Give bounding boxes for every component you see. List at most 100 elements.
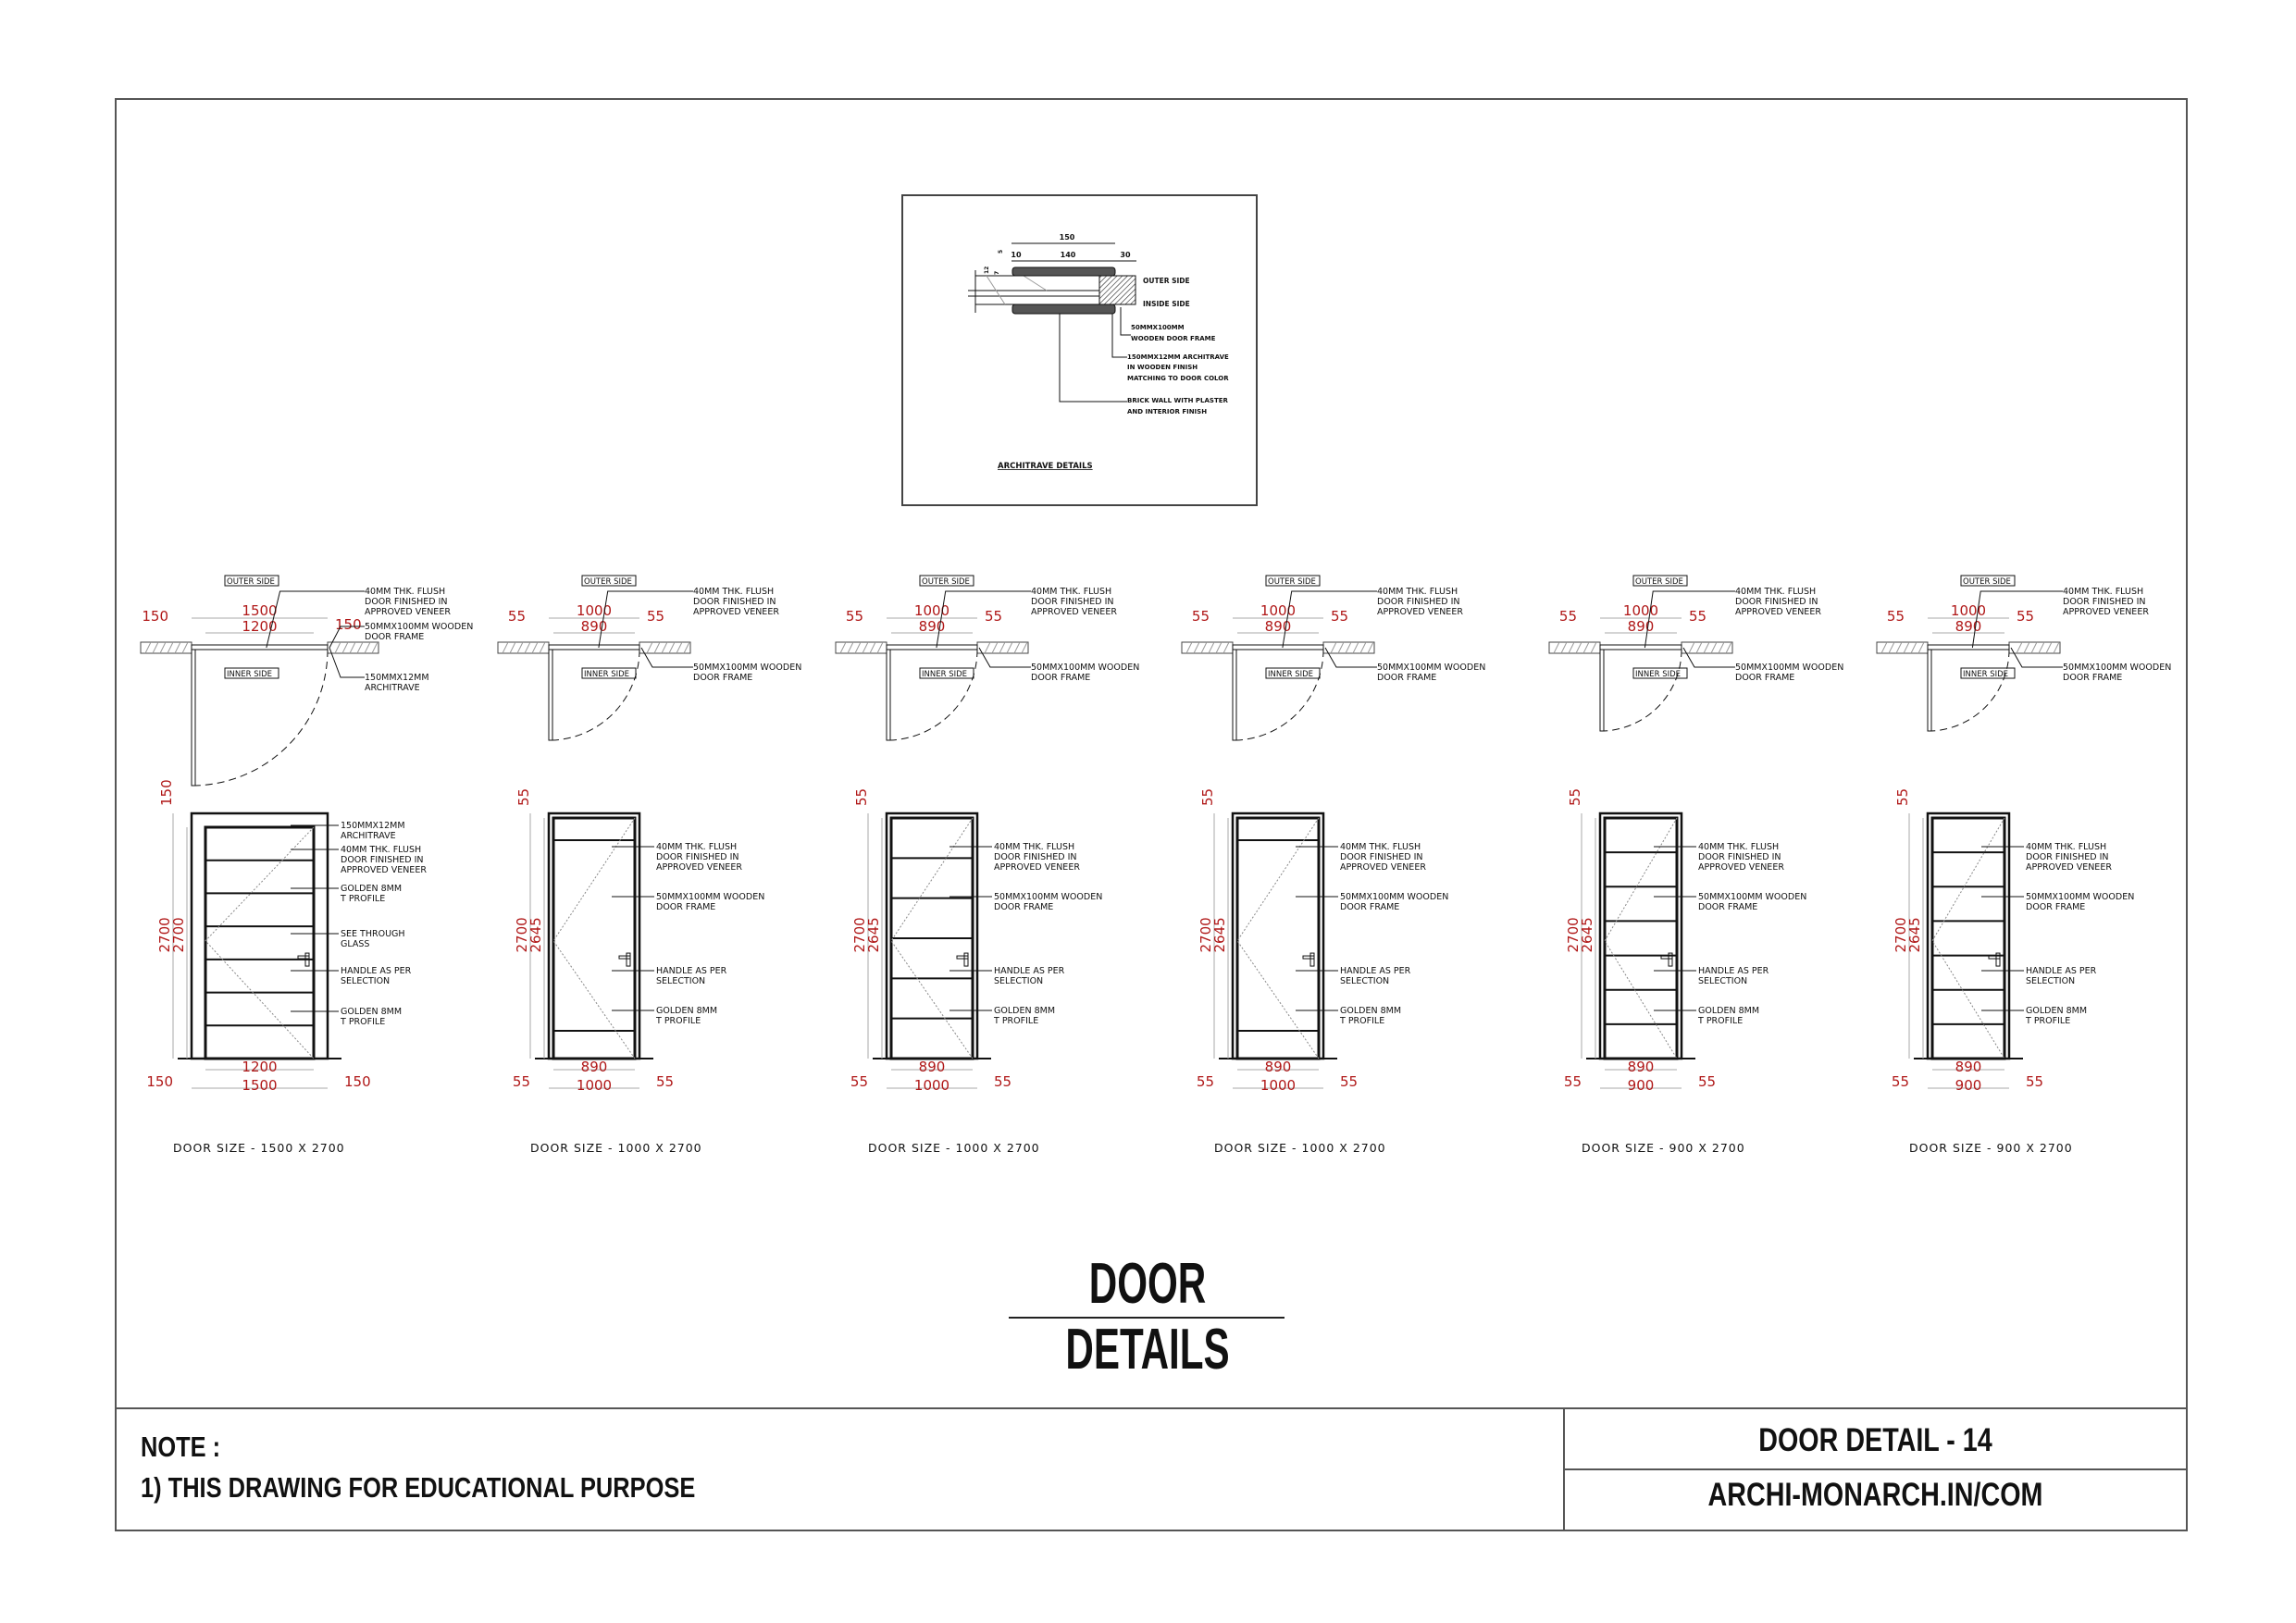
elev-top-label: 55 <box>1199 788 1216 806</box>
plan-note-1-line: APPROVED VENEER <box>1377 607 1463 617</box>
outer-side-label: OUTER SIDE <box>1268 577 1316 587</box>
elev-note-1-line: DOOR FINISHED IN <box>656 852 739 862</box>
elev-note-1-line: 40MM THK. FLUSH <box>656 842 737 852</box>
title-block-divider <box>115 1407 2188 1409</box>
elev-note-2-line: 40MM THK. FLUSH <box>341 845 421 855</box>
elev-outer-width-label: 900 <box>1955 1077 1982 1094</box>
hatch <box>862 641 869 654</box>
hatch <box>1910 641 1917 654</box>
outer-side-box <box>581 575 637 587</box>
door-frame <box>1926 812 2011 1060</box>
elev-side-right-label: 150 <box>344 1073 371 1090</box>
hatch <box>1568 641 1575 654</box>
plan-note-2-line: DOOR FRAME <box>693 673 752 683</box>
dim-middle: 140 <box>1061 251 1076 259</box>
door-shutter <box>1235 816 1321 1060</box>
plan-note-2-line: 50MMX100MM WOODEN <box>1735 663 1843 673</box>
elev-note-1-line: APPROVED VENEER <box>1698 862 1784 873</box>
hatch <box>1903 641 1910 654</box>
elev-note-4-line: GOLDEN 8MM <box>1340 1006 1401 1016</box>
plan-side-left-label: 55 <box>1192 608 1210 625</box>
elev-note-4-line: SEE THROUGH <box>341 929 405 939</box>
outer-side-box <box>1960 575 2016 587</box>
elev-outer-width-label: 1500 <box>242 1077 277 1094</box>
plan-side-right-label: 55 <box>647 608 664 625</box>
outer-side-box <box>224 575 279 587</box>
hatch <box>1006 641 1013 654</box>
elev-side-left-label: 150 <box>146 1073 173 1090</box>
hatch <box>1895 641 1903 654</box>
door-leaf-closed <box>191 644 329 650</box>
hatch <box>1553 641 1560 654</box>
hatch <box>509 641 516 654</box>
elev-side-left-label: 55 <box>850 1073 868 1090</box>
elev-note-1-line: 40MM THK. FLUSH <box>1340 842 1421 852</box>
hatch <box>984 641 991 654</box>
elev-top-label: 55 <box>515 788 532 806</box>
elev-inner-width-label: 890 <box>919 1059 946 1075</box>
plan-note-2-line: 50MMX100MM WOODEN <box>1377 663 1485 673</box>
plan-note-2-line: 50MMX100MM WOODEN <box>365 622 473 632</box>
hatch <box>683 641 690 654</box>
drawing-title-underline <box>1009 1317 1285 1319</box>
door-handle <box>626 952 631 967</box>
plan-note-leader <box>266 590 365 649</box>
plan-note-1-line: 40MM THK. FLUSH <box>1377 587 1458 597</box>
elev-note-2-line: DOOR FRAME <box>1698 902 1757 912</box>
elev-note-4-line: T PROFILE <box>993 1016 1038 1026</box>
elev-note-1-line: DOOR FINISHED IN <box>994 852 1077 862</box>
hatch <box>1880 641 1888 654</box>
plan-side-left-label: 55 <box>846 608 863 625</box>
elev-outer-width-label: 900 <box>1628 1077 1655 1094</box>
plan-note-2-line: DOOR FRAME <box>365 632 424 642</box>
elev-note-2-line: 50MMX100MM WOODEN <box>1698 892 1806 902</box>
door-handle-lever <box>1988 955 2001 960</box>
dim-thickness: 12 <box>984 266 990 274</box>
door-frame <box>1231 812 1325 1060</box>
elev-height-inner-label: 2645 <box>527 917 544 952</box>
hatch <box>646 641 653 654</box>
plan-side-right-label: 55 <box>1689 608 1706 625</box>
elev-note-6-line: T PROFILE <box>340 1017 385 1027</box>
door-leaf-open <box>191 649 196 787</box>
elev-side-left-label: 55 <box>513 1073 530 1090</box>
elev-note-3-line: T PROFILE <box>340 894 385 904</box>
elev-note-4-line: T PROFILE <box>1339 1016 1384 1026</box>
hatch <box>668 641 676 654</box>
plan-dim-inner-label: 890 <box>1955 618 1982 635</box>
door-swing-arc <box>889 649 978 741</box>
door-frame <box>885 812 979 1060</box>
elev-height-outer-label: 2700 <box>514 917 530 952</box>
elev-side-left-label: 55 <box>1564 1073 1582 1090</box>
inner-side-box <box>1632 667 1688 679</box>
inside-side-label: INSIDE SIDE <box>1143 300 1190 308</box>
hinge-swing-indicator <box>890 817 974 1059</box>
hatch <box>1185 641 1193 654</box>
plan-note-1-line: APPROVED VENEER <box>365 607 451 617</box>
leader-wall <box>1059 305 1127 403</box>
hatch <box>1575 641 1582 654</box>
inner-side-box <box>581 667 637 679</box>
plan-note-leader <box>1324 647 1377 668</box>
hatch <box>531 641 539 654</box>
door-swing-arc <box>552 649 640 741</box>
elev-note-4-line: T PROFILE <box>1697 1016 1743 1026</box>
elev-side-left-label: 55 <box>1197 1073 1214 1090</box>
plan-note-leader <box>936 590 1031 649</box>
note-architrave-2: IN WOODEN FINISH <box>1127 364 1198 371</box>
elev-note-5-line: HANDLE AS PER <box>341 966 412 976</box>
hatch <box>1590 641 1597 654</box>
hatch <box>1695 641 1703 654</box>
door-swing-arc <box>194 649 329 787</box>
plan-note-1-line: DOOR FINISHED IN <box>1735 597 1818 607</box>
elev-note-4-line: T PROFILE <box>655 1016 701 1026</box>
elev-note-3-line: HANDLE AS PER <box>656 966 727 976</box>
